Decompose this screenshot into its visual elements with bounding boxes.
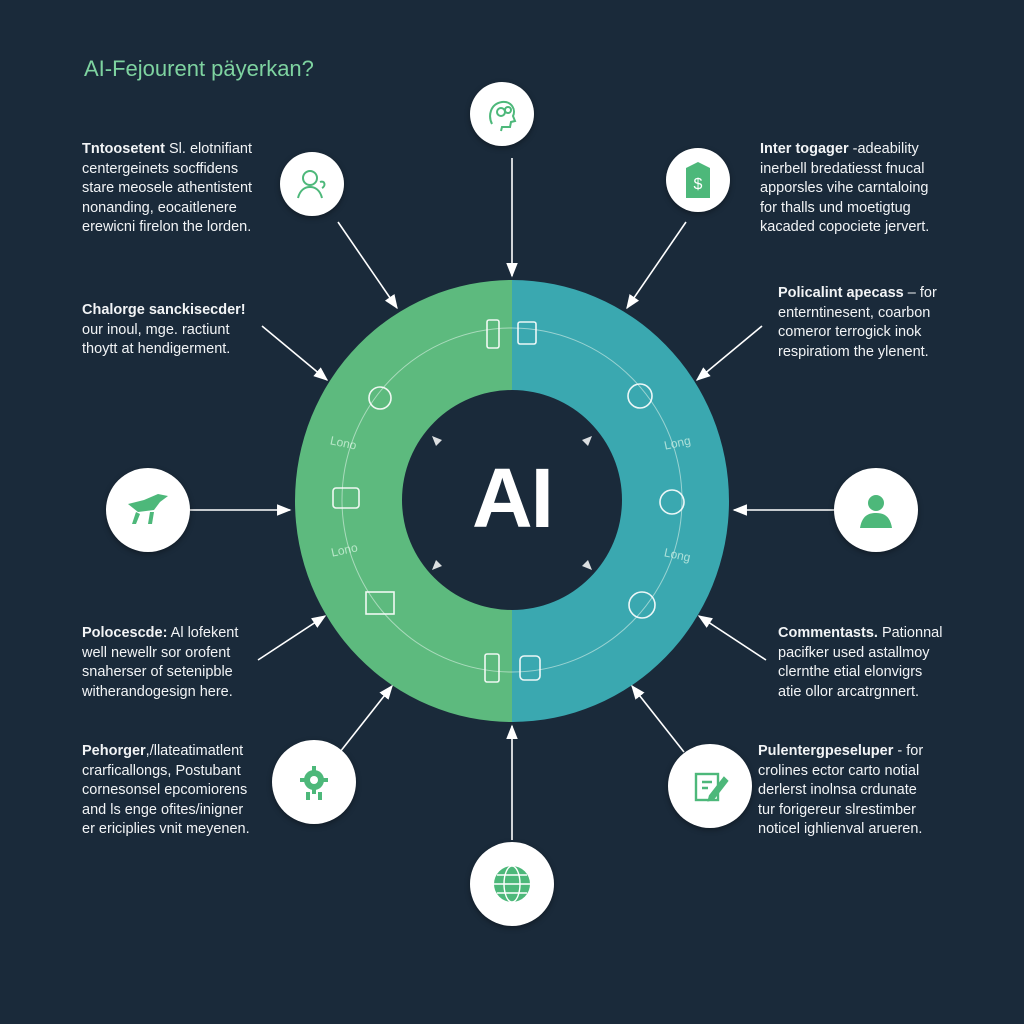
arrow-left-text-upper <box>261 325 329 381</box>
text-line: kacaded copociete jervert. <box>760 219 930 236</box>
svg-text:$: $ <box>694 176 703 193</box>
text-line: snaherser of setenipble <box>82 664 233 681</box>
text-line: Chalorge sanckisecder! <box>82 302 246 318</box>
ring-icon-tray <box>332 487 360 509</box>
ring-arrow <box>432 560 442 570</box>
node-lower-right <box>668 744 752 828</box>
text-line: crarficallongs, Postubant <box>82 762 241 779</box>
text-line: enterntinesent, coarbon <box>778 304 931 321</box>
arrow-upper-left-icon <box>337 221 398 310</box>
ring-icon-clock <box>659 489 685 515</box>
robot-gear-icon <box>294 762 334 802</box>
ring-arrow <box>582 436 592 446</box>
user-avatar-icon <box>856 490 896 530</box>
node-upper-left <box>280 152 344 216</box>
arrow-right-text-upper <box>695 325 763 381</box>
ring-icon-phone <box>484 653 500 683</box>
text-line: noticel ighlienval arueren. <box>758 821 923 838</box>
text-block-left-3: Polocescde: Al lofekent well newellr sor… <box>82 624 238 702</box>
text-block-right-1: Inter togager -adeability inerbell breda… <box>760 140 929 238</box>
text-line: and ls enge ofites/inigner <box>82 801 244 818</box>
ring-right-half <box>512 280 729 722</box>
ring-icon-battery <box>486 319 500 349</box>
text-line: cornesonsel epcomiorens <box>82 782 248 799</box>
text-block-left-4: Pehorger,/llateatimatlent crarficallongs… <box>82 742 250 840</box>
arrow-lower-right-icon <box>631 684 685 753</box>
arrow-lower-left-icon <box>339 684 393 753</box>
pen-document-icon <box>690 766 730 806</box>
connector-arrows <box>190 158 834 840</box>
text-line: thoytt at hendigerment. <box>82 341 231 358</box>
text-line: er ericiplies vnit meyenen. <box>82 821 250 838</box>
text-line: apporsles vihe carntaloing <box>760 180 929 197</box>
ring-left-half <box>295 280 512 722</box>
ring-icon-cat <box>368 386 392 410</box>
text-line: stare meosele athentistent <box>82 180 253 197</box>
ring-icon-box <box>365 591 395 615</box>
head-gears-icon <box>482 94 522 134</box>
text-line: pacifker used astallmoy <box>778 644 930 661</box>
center-ai-label: AI <box>472 451 554 545</box>
text-line: Pulentergpeseluper - for <box>758 743 924 759</box>
text-line: Tntoosetent Sl. elotnifiant <box>82 141 253 157</box>
globe-icon <box>490 862 534 906</box>
text-line: well newellr sor orofent <box>82 644 231 661</box>
text-line: respiratiom the ylenent. <box>778 343 929 360</box>
text-line: nonanding, eocaitlenere <box>82 199 237 216</box>
page-title: AI-Fejourent päyerkan? <box>84 56 314 81</box>
text-block-left-2: Chalorge sanckisecder! our inoul, mge. r… <box>82 301 246 360</box>
text-line: Pehorger,/llateatimatlent <box>82 743 244 759</box>
ring-arrow <box>432 436 442 446</box>
text-line: derlerst inolnsa crdunate <box>758 782 917 799</box>
ring-tick-arrows <box>432 436 592 570</box>
text-block-left-1: Tntoosetent Sl. elotnifiant centergeinet… <box>82 140 252 238</box>
ring-guide-line <box>341 327 683 673</box>
text-line: comeror terrogick inok <box>778 324 922 341</box>
text-line: inerbell bredatiesst fnucal <box>760 160 925 177</box>
text-line: Polocescde: Al lofekent <box>82 625 239 641</box>
ring-icon-book <box>517 321 537 345</box>
ring-icon-brain <box>628 591 656 619</box>
text-line: Policalint apecass – for <box>778 285 937 301</box>
price-tag-icon: $ <box>678 158 718 202</box>
ring-arrow <box>582 560 592 570</box>
ring-icon-chart <box>627 383 653 409</box>
arrow-upper-right-icon <box>626 221 687 310</box>
node-right <box>834 468 918 552</box>
text-line: tur forigereur slrestimber <box>758 801 916 818</box>
ring-icon-stack <box>519 655 541 681</box>
text-line: our inoul, mge. ractiunt <box>82 321 230 338</box>
arrow-left-text-lower <box>257 615 327 661</box>
ring-icons <box>332 319 685 683</box>
text-line: Inter togager -adeability <box>760 141 919 157</box>
drone-icon <box>124 490 172 530</box>
node-upper-right: $ <box>666 148 730 212</box>
text-line: for thalls und moetigtug <box>760 199 911 216</box>
text-line: atie ollor arcatrgnnert. <box>778 683 920 700</box>
arrow-right-text-lower <box>697 615 767 661</box>
text-line: witherandogesign here. <box>82 683 233 700</box>
text-block-right-4: Pulentergpeseluper - for crolines ector … <box>758 742 923 840</box>
person-thinking-icon <box>292 164 332 204</box>
text-block-right-2: Policalint apecass – for enterntinesent,… <box>778 284 937 362</box>
text-line: erewicni firelon the lorden. <box>82 219 252 236</box>
text-line: Commentasts. Pationnal <box>778 625 943 641</box>
text-line: crolines ector carto notial <box>758 762 920 779</box>
text-line: clernthe etial elonvigrs <box>778 664 923 681</box>
node-top <box>470 82 534 146</box>
node-bottom <box>470 842 554 926</box>
node-lower-left <box>272 740 356 824</box>
node-left <box>106 468 190 552</box>
text-block-right-3: Commentasts. Pationnal pacifker used ast… <box>778 624 942 702</box>
text-line: centergeinets socffidens <box>82 160 239 177</box>
